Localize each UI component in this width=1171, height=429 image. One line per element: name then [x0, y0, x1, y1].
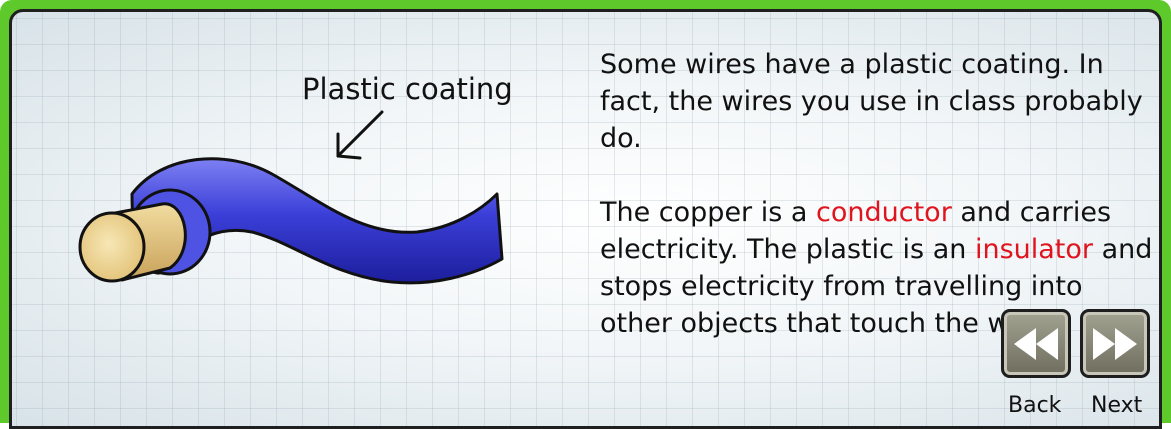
paragraph-2-part-1: The copper is a — [600, 197, 817, 228]
lesson-text: Some wires have a plastic coating. In fa… — [600, 46, 1159, 379]
copper-core-face — [78, 211, 146, 283]
lesson-panel: Plastic coating Some wires have a plasti… — [9, 9, 1162, 429]
plastic-coating-caption: Plastic coating — [302, 72, 513, 106]
back-button[interactable] — [1001, 309, 1071, 378]
paragraph-1: Some wires have a plastic coating. In fa… — [600, 49, 1143, 154]
next-label[interactable]: Next — [1091, 393, 1143, 418]
conductor-term: conductor — [816, 197, 952, 228]
insulator-term: insulator — [974, 234, 1093, 265]
rewind-icon — [1014, 328, 1058, 360]
fast-forward-icon — [1093, 328, 1137, 360]
paragraph-2-part-2: and carries electricity. The plastic is … — [600, 197, 1112, 265]
arrow-icon — [336, 110, 384, 160]
paragraph-2: The copper is a conductor and carries el… — [600, 194, 1159, 342]
back-label[interactable]: Back — [1008, 393, 1062, 418]
next-button[interactable] — [1080, 309, 1150, 378]
paragraph-2-part-3: and stops electricity from travelling in… — [600, 234, 1153, 339]
wire-illustration — [78, 110, 504, 285]
